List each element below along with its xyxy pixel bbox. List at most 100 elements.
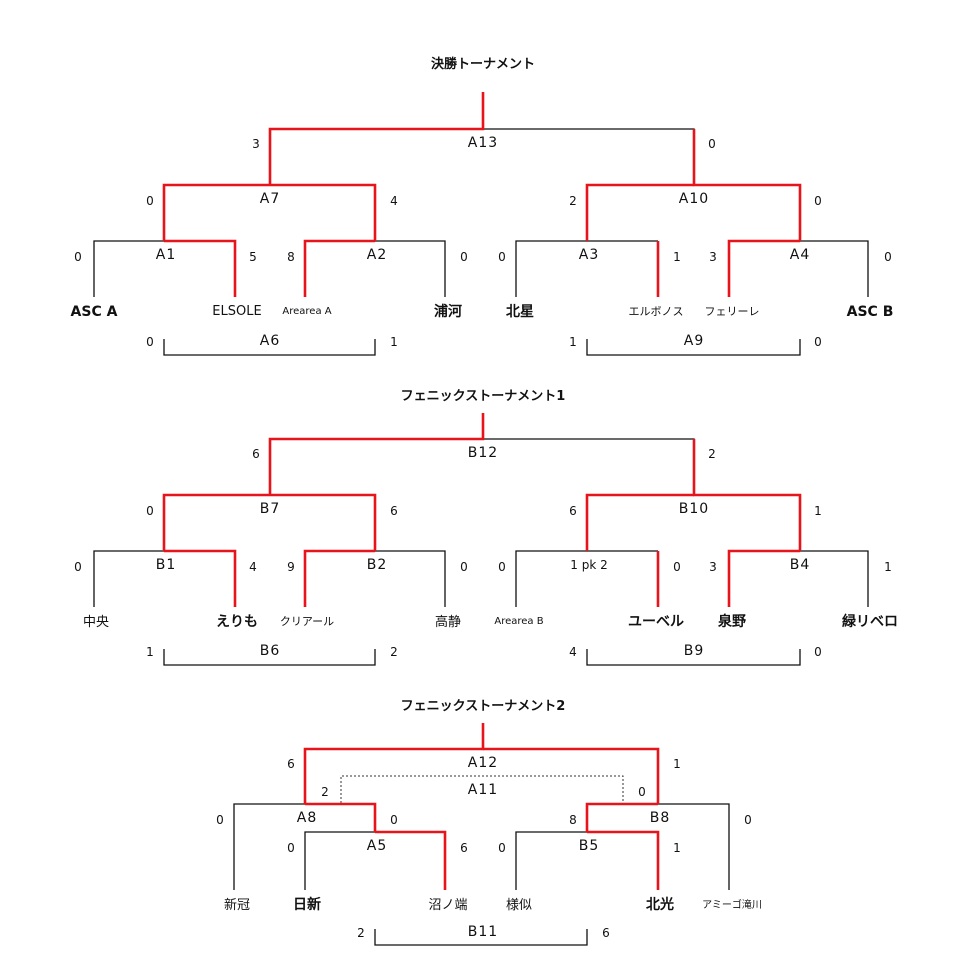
p2-a12-winner-left	[303, 723, 485, 804]
team-feliere: フェリーレ	[705, 305, 760, 318]
match-label-b11: B11	[468, 924, 498, 940]
team-nisshin: 日新	[293, 896, 321, 913]
team-elsole: ELSOLE	[212, 304, 261, 319]
p1-b1-left-line	[93, 550, 164, 607]
phoenix-tournament-2: フェニックストーナメント2 A12 A11 A8 B8 A5 B5 B11 6 …	[216, 699, 762, 946]
score-a11-right: 0	[638, 785, 646, 799]
p2-b8-right-line	[658, 803, 730, 890]
score-a7-right: 4	[390, 194, 398, 208]
team-izumino: 泉野	[718, 613, 746, 630]
team-arearea-b: Arearea B	[494, 616, 543, 627]
team-amigo-takikawa: アミーゴ滝川	[702, 898, 762, 911]
p1-b7-winner-line	[162, 493, 377, 551]
score-a8-right: 0	[390, 813, 398, 827]
team-asc-b: ASC B	[847, 304, 894, 320]
p1-b2-right-line	[375, 550, 446, 607]
score-a3-right: 1	[673, 250, 681, 264]
p1-b4-right-line	[800, 550, 869, 607]
match-label-b5: B5	[579, 838, 600, 854]
score-a9-right: 0	[814, 335, 822, 349]
score-a1-left: 0	[74, 250, 82, 264]
match-label-b7: B7	[260, 501, 281, 517]
team-asc-a: ASC A	[71, 304, 118, 320]
score-b5-right: 1	[673, 841, 681, 855]
score-b4-right: 1	[884, 560, 892, 574]
match-label-a13: A13	[468, 135, 498, 151]
score-b5-left: 0	[498, 841, 506, 855]
score-b8-right: 0	[744, 813, 752, 827]
match-label-a7: A7	[260, 191, 280, 207]
match-label-a12: A12	[468, 755, 498, 771]
score-b3-right: 0	[673, 560, 681, 574]
score-a5-left: 0	[287, 841, 295, 855]
final-a7-winner-line	[162, 183, 377, 241]
final-winner-lines	[162, 92, 802, 297]
p2-a5-left-line	[304, 831, 375, 890]
p2-a11-dotted-bracket	[340, 775, 624, 803]
match-label-a9: A9	[684, 333, 704, 349]
p2-a5-winner-line	[375, 830, 447, 890]
score-a12-right: 1	[673, 757, 681, 771]
phoenix2-title: フェニックストーナメント2	[401, 699, 566, 714]
final-tournament: 決勝トーナメント A13 A7 A10 A1	[71, 56, 894, 356]
final-a13-winner-line	[268, 92, 485, 185]
match-label-a11: A11	[468, 782, 498, 798]
score-a2-left: 8	[287, 250, 295, 264]
score-a10-right: 0	[814, 194, 822, 208]
final-a6-bracket	[163, 339, 376, 356]
match-label-a6: A6	[260, 333, 280, 349]
score-b9-right: 0	[814, 645, 822, 659]
p1-b12-winner-line	[268, 413, 485, 495]
score-b1-left: 0	[74, 560, 82, 574]
match-label-a4: A4	[790, 247, 810, 263]
final-a1-left-line	[93, 240, 164, 297]
score-a12-left: 6	[287, 757, 295, 771]
score-a2-right: 0	[460, 250, 468, 264]
score-b1-right: 4	[249, 560, 257, 574]
phoenix1-title: フェニックストーナメント1	[401, 389, 566, 404]
score-a7-left: 0	[146, 194, 154, 208]
team-urakawa: 浦河	[434, 303, 462, 320]
score-a4-right: 0	[884, 250, 892, 264]
final-a9-bracket	[586, 339, 801, 356]
score-a13-right: 0	[708, 137, 716, 151]
p1-b6-bracket	[163, 649, 376, 666]
score-a6-right: 1	[390, 335, 398, 349]
p1-b9-bracket	[586, 649, 801, 666]
match-label-b1: B1	[156, 557, 177, 573]
p1-b3-left-line	[515, 550, 587, 607]
team-ubel: ユーベル	[628, 614, 684, 630]
score-a8-left: 0	[216, 813, 224, 827]
p2-a8-winner-line	[305, 802, 377, 832]
p1-b10-winner-right	[692, 439, 802, 551]
p1-b2-winner-line	[303, 549, 375, 607]
score-b10-left: 6	[569, 504, 577, 518]
final-a3-left-line	[515, 240, 587, 297]
score-a13-left: 3	[252, 137, 260, 151]
score-a9-left: 1	[569, 335, 577, 349]
score-b7-left: 0	[146, 504, 154, 518]
match-label-b9: B9	[684, 643, 705, 659]
phoenix1-winner-lines	[162, 413, 802, 607]
team-hokko: 北光	[646, 896, 674, 913]
score-b12-left: 6	[252, 447, 260, 461]
final-a4-winner-line	[727, 239, 800, 297]
p2-b5-winner-line	[587, 830, 660, 890]
match-label-b8: B8	[650, 810, 671, 826]
pk-score-b3: 1 pk 2	[570, 558, 607, 572]
team-elbonos: エルボノス	[629, 305, 684, 318]
p1-b12-right-line	[483, 438, 695, 495]
score-b11-right: 6	[602, 926, 610, 940]
phoenix2-bracket-lines	[233, 803, 730, 946]
p2-b11-bracket	[374, 929, 588, 946]
score-b2-left: 9	[287, 560, 295, 574]
final-a13-right-line	[483, 128, 695, 185]
score-a1-right: 5	[249, 250, 257, 264]
final-a2-winner-line	[303, 239, 375, 297]
final-a2-right-line	[375, 240, 446, 297]
score-b8-left: 8	[569, 813, 577, 827]
score-b10-right: 1	[814, 504, 822, 518]
phoenix-tournament-1: フェニックストーナメント1 B12 B7 B10 B1 B2 1 p	[74, 389, 898, 666]
score-b9-left: 4	[569, 645, 577, 659]
